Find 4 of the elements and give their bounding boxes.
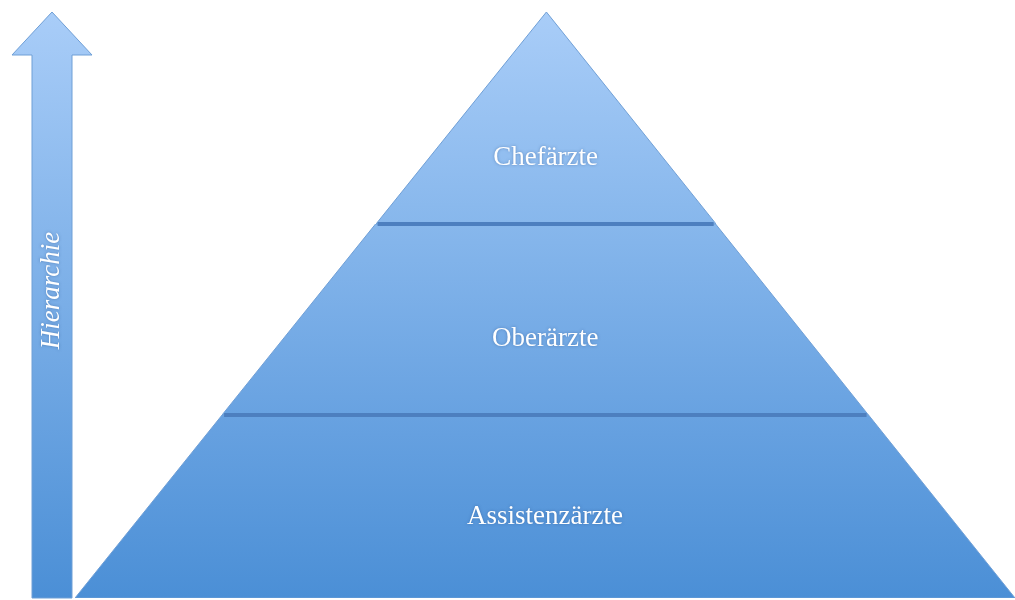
level-label: Chefärzte [492, 140, 600, 172]
level-label: Assistenzärzte [466, 499, 624, 531]
level-label: Oberärzte [491, 321, 600, 353]
axis-label: Hierarchie [34, 231, 66, 349]
